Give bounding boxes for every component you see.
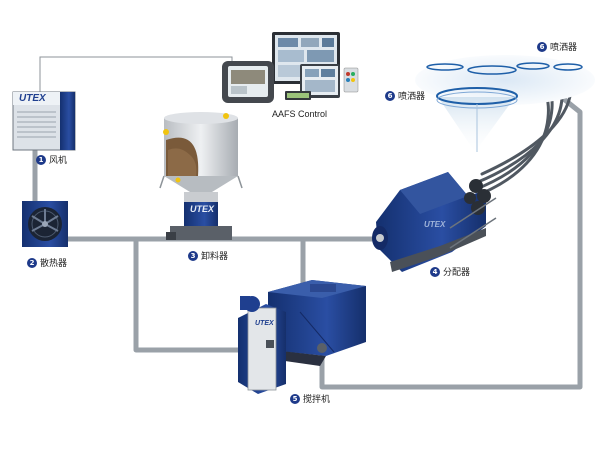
label-text: 散热器 [40,259,68,269]
label-text: 风机 [49,156,68,166]
label-sprayer-left: 6 喷洒器 [385,89,425,102]
label-discharger: 3 卸料器 [188,249,228,262]
label-text: 卸料器 [201,252,229,262]
discharger-brand-logo: UTEX [190,204,215,214]
mixer-illustration [238,280,366,394]
label-radiator: 2 散热器 [27,256,67,269]
aafs-control-label: AAFS Control [272,109,328,119]
radiator-illustration [22,201,68,247]
label-blower: 1 风机 [36,153,67,166]
sea-pens [415,55,595,152]
blower-illustration [12,91,76,151]
blower-brand-logo: UTEX [19,93,46,104]
label-distributor: 4 分配器 [430,265,470,278]
number-badge: 3 [188,250,198,261]
distributor-illustration [372,172,497,272]
label-text: 喷洒器 [550,43,578,53]
discharger-illustration [159,112,243,240]
number-badge: 6 [385,90,395,101]
number-badge: 6 [537,41,547,52]
label-text: 分配器 [443,268,471,278]
label-text: 搅拌机 [303,395,331,405]
number-badge: 2 [27,257,37,268]
control-cable [39,56,233,92]
number-badge: 4 [430,266,440,277]
label-sprayer-top: 6 喷洒器 [537,40,577,53]
label-text: 喷洒器 [398,92,426,102]
number-badge: 1 [36,154,46,165]
control-panel-illustration [222,32,359,103]
number-badge: 5 [290,393,300,404]
label-mixer: 5 搅拌机 [290,392,330,405]
mixer-brand-logo: UTEX [255,320,274,327]
distributor-brand-logo: UTEX [424,220,446,229]
